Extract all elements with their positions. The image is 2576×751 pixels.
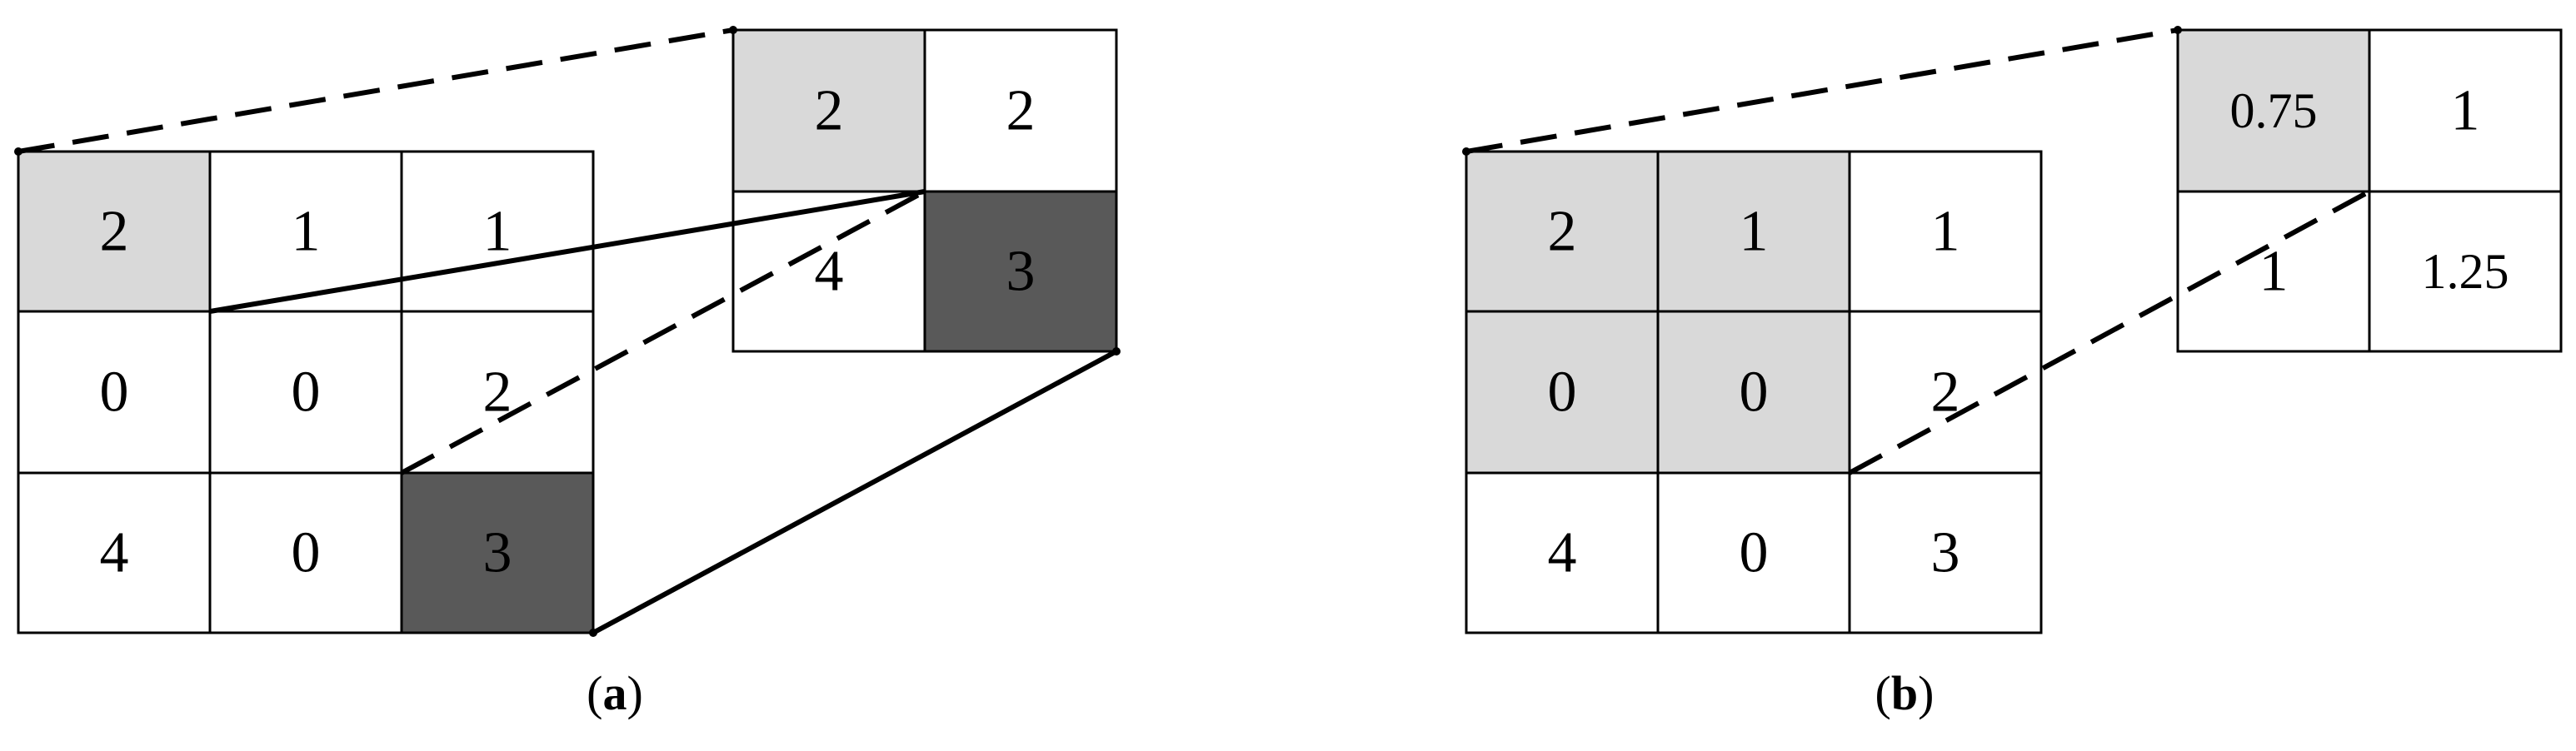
panel-b-output-cell-0-0: [2176, 28, 2371, 193]
panel-a-output-cell-0-0: [731, 28, 926, 193]
panel-b-input-cell-0-0: [1465, 150, 1660, 313]
panel-a-input-value-0-2: 1: [483, 200, 512, 264]
panel-b-input-grid: 2 1 1 0 0 2 4 0 3: [1465, 150, 2043, 634]
panel-b-dashed-connector-middle: [1848, 189, 2371, 475]
panel-a-input-grid: 2 1 1 0 0 2 4 0 3: [17, 150, 595, 634]
panel-a-connectors: [14, 26, 1121, 637]
panel-a-dashed-connector-middle: [400, 189, 926, 475]
panel-b-input-value-2-0: 4: [1548, 521, 1577, 585]
panel-a-input-cell-2-1: [208, 471, 403, 634]
panel-b-input-cell-0-2: [1848, 150, 2043, 313]
panel-a-input-cell-1-2: [400, 310, 595, 475]
panel-b-input-value-0-2: 1: [1931, 200, 1960, 264]
panel-b-output-cell-1-1: [2368, 190, 2563, 353]
panel-a-output-value-0-1: 2: [1006, 79, 1036, 143]
panel-b-output-cell-1-0: [2176, 190, 2371, 353]
panel-b-input-cell-2-2: [1848, 471, 2043, 634]
panel-a-caption-letter: a: [603, 666, 627, 720]
panel-b: 2 1 1 0 0 2 4 0 3 0.75 1 1 1.25: [1462, 26, 2563, 720]
panel-a-caption: (a): [587, 666, 643, 720]
panel-b-caption-open: (: [1875, 666, 1891, 720]
panel-b-caption: (b): [1875, 666, 1934, 720]
panel-a-input-cell-0-0: [17, 150, 212, 313]
panel-b-output-value-0-0: 0.75: [2230, 83, 2318, 138]
panel-b-input-cell-0-1: [1656, 150, 1851, 313]
panel-b-input-cell-2-0: [1465, 471, 1660, 634]
panel-b-input-value-0-0: 2: [1548, 200, 1577, 264]
panel-b-output-cell-0-1: [2368, 28, 2563, 193]
panel-b-output-value-1-1: 1.25: [2422, 244, 2509, 299]
panel-a-input-value-2-1: 0: [292, 521, 321, 585]
panel-b-input-value-0-1: 1: [1740, 200, 1769, 264]
panel-b-input-cell-1-0: [1465, 310, 1660, 475]
panel-b-dashed-connector-top: [1465, 27, 2179, 154]
panel-b-input-value-2-2: 3: [1931, 521, 1960, 585]
panel-a-solid-connector-max: [592, 349, 1118, 635]
panel-a-input-cell-2-0: [17, 471, 212, 634]
panel-a-input-value-1-0: 0: [100, 361, 129, 425]
panel-a-input-cell-2-2: [400, 471, 595, 634]
panel-b-input-cell-2-1: [1656, 471, 1851, 634]
panel-a-output-value-1-1: 3: [1006, 240, 1036, 304]
panel-a: 2 1 1 0 0 2 4 0 3 2 2 4 3: [14, 26, 1121, 720]
panel-a-connector-dot-right: [1112, 347, 1121, 356]
panel-b-input-value-1-0: 0: [1548, 361, 1577, 425]
panel-b-connector-dot-top: [2174, 26, 2182, 34]
panel-b-caption-close: ): [1918, 666, 1934, 720]
panel-a-input-cell-0-2: [400, 150, 595, 313]
panel-a-solid-connector-pooled: [209, 189, 926, 314]
panel-b-input-cell-1-1: [1656, 310, 1851, 475]
panel-a-dashed-connector-top: [17, 27, 734, 154]
panel-a-connector-dot-bottom: [589, 629, 597, 637]
panel-b-input-cell-1-2: [1848, 310, 2043, 475]
panel-a-input-value-1-1: 0: [292, 361, 321, 425]
panel-b-caption-letter: b: [1891, 666, 1918, 720]
panel-a-output-value-0-0: 2: [815, 79, 844, 143]
panel-b-output-grid: 0.75 1 1 1.25: [2176, 28, 2563, 353]
panel-a-input-value-0-1: 1: [292, 200, 321, 264]
panel-a-input-value-2-0: 4: [100, 521, 129, 585]
panel-b-connector-dot-left: [1462, 147, 1470, 156]
panel-b-input-value-2-1: 0: [1740, 521, 1769, 585]
panel-a-output-cell-1-1: [923, 190, 1118, 353]
panel-a-connector-dot-top: [729, 26, 737, 34]
panel-a-caption-close: ): [627, 666, 643, 720]
panel-b-output-value-0-1: 1: [2451, 79, 2480, 143]
panel-a-connector-dot-left: [14, 147, 22, 156]
panel-a-input-value-2-2: 3: [483, 521, 512, 585]
panel-a-output-grid: 2 2 4 3: [731, 28, 1118, 353]
panel-a-input-value-0-0: 2: [100, 200, 129, 264]
panel-a-caption-open: (: [587, 666, 602, 720]
panel-a-input-cell-1-0: [17, 310, 212, 475]
panel-b-input-value-1-1: 0: [1740, 361, 1769, 425]
panel-b-connectors: [1462, 26, 2371, 475]
